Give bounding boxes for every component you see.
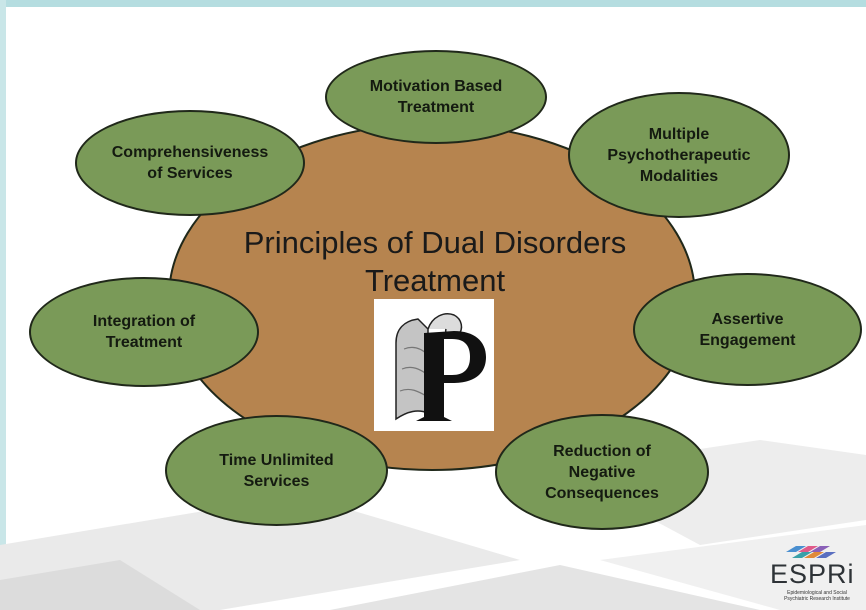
node-comprehensiveness-of-services: Comprehensiveness of Services	[75, 110, 305, 216]
node-comprehensive-line1: Comprehensiveness	[111, 144, 269, 161]
diagram-title-line2: Treatment	[364, 263, 506, 298]
top-accent-rule	[0, 0, 866, 7]
esprit-logo-word: ESPRi	[770, 559, 855, 589]
node-integration-line1: Integration of	[92, 313, 196, 330]
node-multiple-line3: Modalities	[639, 167, 719, 185]
node-assertive-line1: Assertive	[711, 310, 784, 328]
node-assertive-line2: Engagement	[699, 331, 796, 349]
floor-tile-5	[0, 560, 200, 610]
node-motivation-line1: Motivation Based	[369, 78, 503, 95]
node-reduction-line1: Reduction of	[553, 442, 651, 460]
node-time-line2: Services	[243, 472, 310, 490]
node-motivation-line2: Treatment	[397, 99, 475, 116]
node-multiple-line1: Multiple	[648, 125, 710, 143]
scroll-letter-p-icon	[374, 299, 494, 431]
node-multiple-psychotherapeutic-modalities: Multiple Psychotherapeutic Modalities	[568, 92, 790, 218]
node-integration-of-treatment: Integration of Treatment	[29, 277, 259, 387]
esprit-logo-subtitle: Epidemiological and Social Psychiatric R…	[784, 590, 850, 602]
node-reduction-of-negative-consequences: Reduction of Negative Consequences	[495, 414, 709, 530]
node-motivation-based-treatment: Motivation Based Treatment	[325, 50, 547, 144]
diagram-title: Principles of Dual Disorders Treatment	[195, 224, 675, 300]
node-integration-line2: Treatment	[105, 334, 183, 351]
node-assertive-engagement: Assertive Engagement	[633, 273, 862, 386]
node-comprehensive-line2: of Services	[147, 165, 233, 182]
esprit-logo	[756, 540, 856, 606]
node-time-line1: Time Unlimited	[219, 451, 334, 469]
node-reduction-line3: Consequences	[545, 484, 659, 502]
floor-tile-2	[330, 565, 760, 610]
left-accent-rule	[0, 0, 6, 610]
diagram-title-line1: Principles of Dual Disorders	[243, 225, 627, 260]
node-time-unlimited-services: Time Unlimited Services	[165, 415, 388, 526]
esprit-stripes-icon	[786, 546, 836, 558]
node-multiple-line2: Psychotherapeutic	[607, 146, 751, 164]
node-reduction-line2: Negative	[568, 463, 636, 481]
